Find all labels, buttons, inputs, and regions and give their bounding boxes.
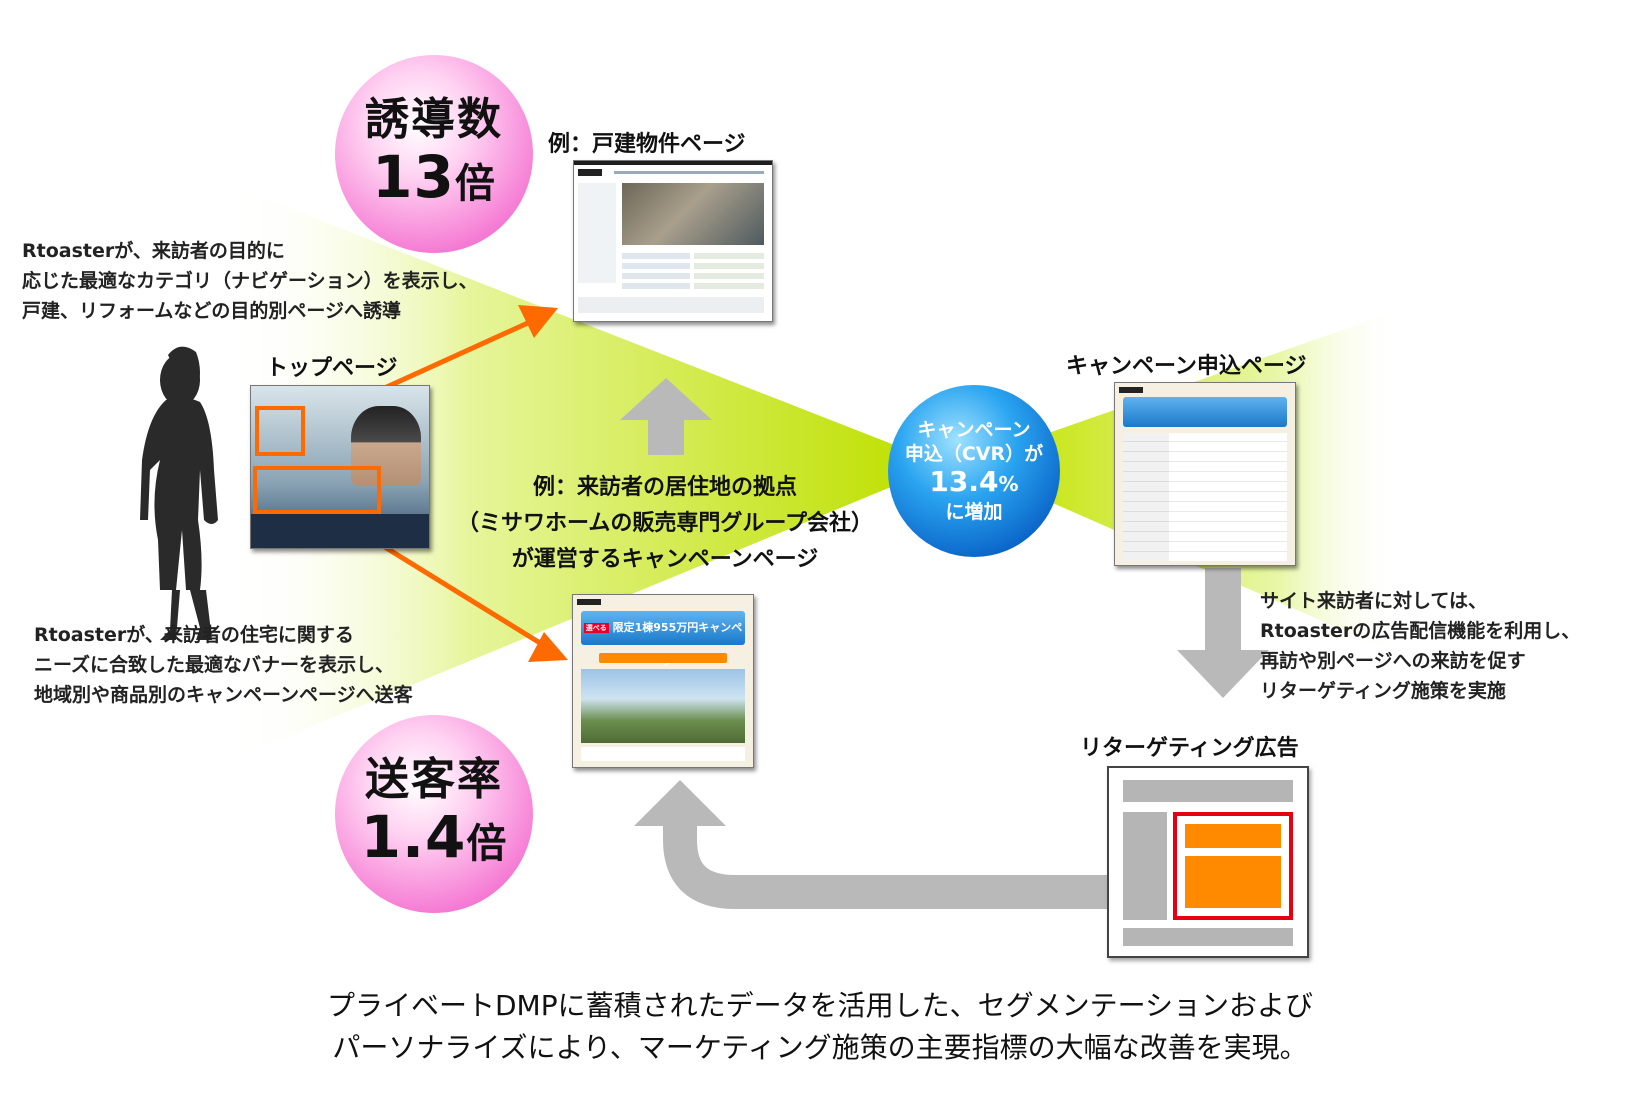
banner-note: Rtoasterが、来訪者の住宅に関する ニーズに合致した最適なバナーを表示し、… xyxy=(34,620,413,710)
house-photos xyxy=(581,669,745,743)
model-photo xyxy=(351,406,421,486)
sending-unit: 倍 xyxy=(466,820,508,867)
caption-line2: パーソナライズにより、マーケティング施策の主要指標の大幅な改善を実現。 xyxy=(332,1031,1308,1064)
cvr-value: 13.4 xyxy=(929,465,999,498)
retargeting-heading: リターゲティング広告 xyxy=(1080,736,1299,761)
note-line: リターゲティング施策を実施 xyxy=(1260,680,1506,702)
top-page-screenshot xyxy=(250,385,430,549)
cvr-circle: キャンペーン 申込（CVR）が 13.4% に増加 xyxy=(888,385,1060,557)
banner-highlight-box xyxy=(253,466,381,514)
retargeting-ad-slot xyxy=(1173,812,1293,920)
gray-return-arrow xyxy=(663,822,1112,909)
campaign-badge: 選べる xyxy=(583,623,609,633)
cvr-line2: 申込（CVR）が xyxy=(904,443,1044,465)
induction-unit: 倍 xyxy=(454,160,496,207)
sending-rate-circle: 送客率 1.4倍 xyxy=(335,715,533,913)
retargeting-ad-wireframe xyxy=(1107,766,1309,958)
sending-label: 送客率 xyxy=(365,753,503,805)
note-line: 地域別や商品別のキャンペーンページへ送客 xyxy=(34,684,413,706)
campaign-page-screenshot: 選べる 限定1棟955万円キャンペーン xyxy=(572,594,754,768)
cvr-line4: に増加 xyxy=(945,501,1003,523)
hero-photo xyxy=(622,183,764,245)
induction-rate-circle: 誘導数 13倍 xyxy=(335,55,533,253)
note-line: ニーズに合致した最適なバナーを表示し、 xyxy=(34,654,395,676)
note-line: Rtoasterが、来訪者の住宅に関する xyxy=(34,624,354,646)
sending-value: 1.4 xyxy=(360,802,467,871)
note-line: 再訪や別ページへの来訪を促す xyxy=(1260,650,1526,672)
campaign-banner: 選べる 限定1棟955万円キャンペーン xyxy=(581,611,745,668)
campaign-example-text: 例：来訪者の居住地の拠点 （ミサワホームの販売専門グループ会社） が運営するキャ… xyxy=(430,470,900,578)
induction-label: 誘導数 xyxy=(365,93,503,145)
induction-value: 13 xyxy=(372,142,455,211)
navigation-note: Rtoasterが、来訪者の目的に 応じた最適なカテゴリ（ナビゲーション）を表示… xyxy=(22,236,478,326)
campaign-apply-heading: キャンペーン申込ページ xyxy=(1066,354,1307,379)
center-line2: （ミサワホームの販売専門グループ会社） xyxy=(456,511,874,536)
retargeting-note: サイト来訪者に対しては、 Rtoasterの広告配信機能を利用し、 再訪や別ペー… xyxy=(1260,586,1580,706)
gray-return-arrowhead xyxy=(634,780,726,826)
gray-down-arrow xyxy=(1177,568,1269,698)
note-line: Rtoasterが、来訪者の目的に xyxy=(22,240,285,262)
nav-highlight-box xyxy=(255,406,305,456)
note-line: 応じた最適なカテゴリ（ナビゲーション）を表示し、 xyxy=(22,270,478,292)
campaign-apply-screenshot xyxy=(1114,382,1296,566)
gray-up-arrow xyxy=(620,378,712,455)
center-line1: 例：来訪者の居住地の拠点 xyxy=(532,475,797,500)
center-line3: が運営するキャンペーンページ xyxy=(511,547,819,572)
detached-page-heading: 例：戸建物件ページ xyxy=(548,132,746,157)
top-page-heading: トップページ xyxy=(266,356,398,381)
left-green-beam xyxy=(230,185,920,760)
cvr-line1: キャンペーン xyxy=(917,419,1031,441)
caption-line1: プライベートDMPに蓄積されたデータを活用した、セグメンテーションおよび xyxy=(326,989,1314,1022)
note-line: 戸建、リフォームなどの目的別ページへ誘導 xyxy=(22,300,402,322)
cvr-unit: % xyxy=(998,472,1019,496)
summary-caption: プライベートDMPに蓄積されたデータを活用した、セグメンテーションおよび パーソ… xyxy=(0,985,1640,1069)
person-silhouette xyxy=(140,346,218,640)
note-line: サイト来訪者に対しては、 xyxy=(1260,590,1488,612)
note-line: Rtoasterの広告配信機能を利用し、 xyxy=(1260,620,1581,642)
detached-page-screenshot xyxy=(573,160,773,322)
